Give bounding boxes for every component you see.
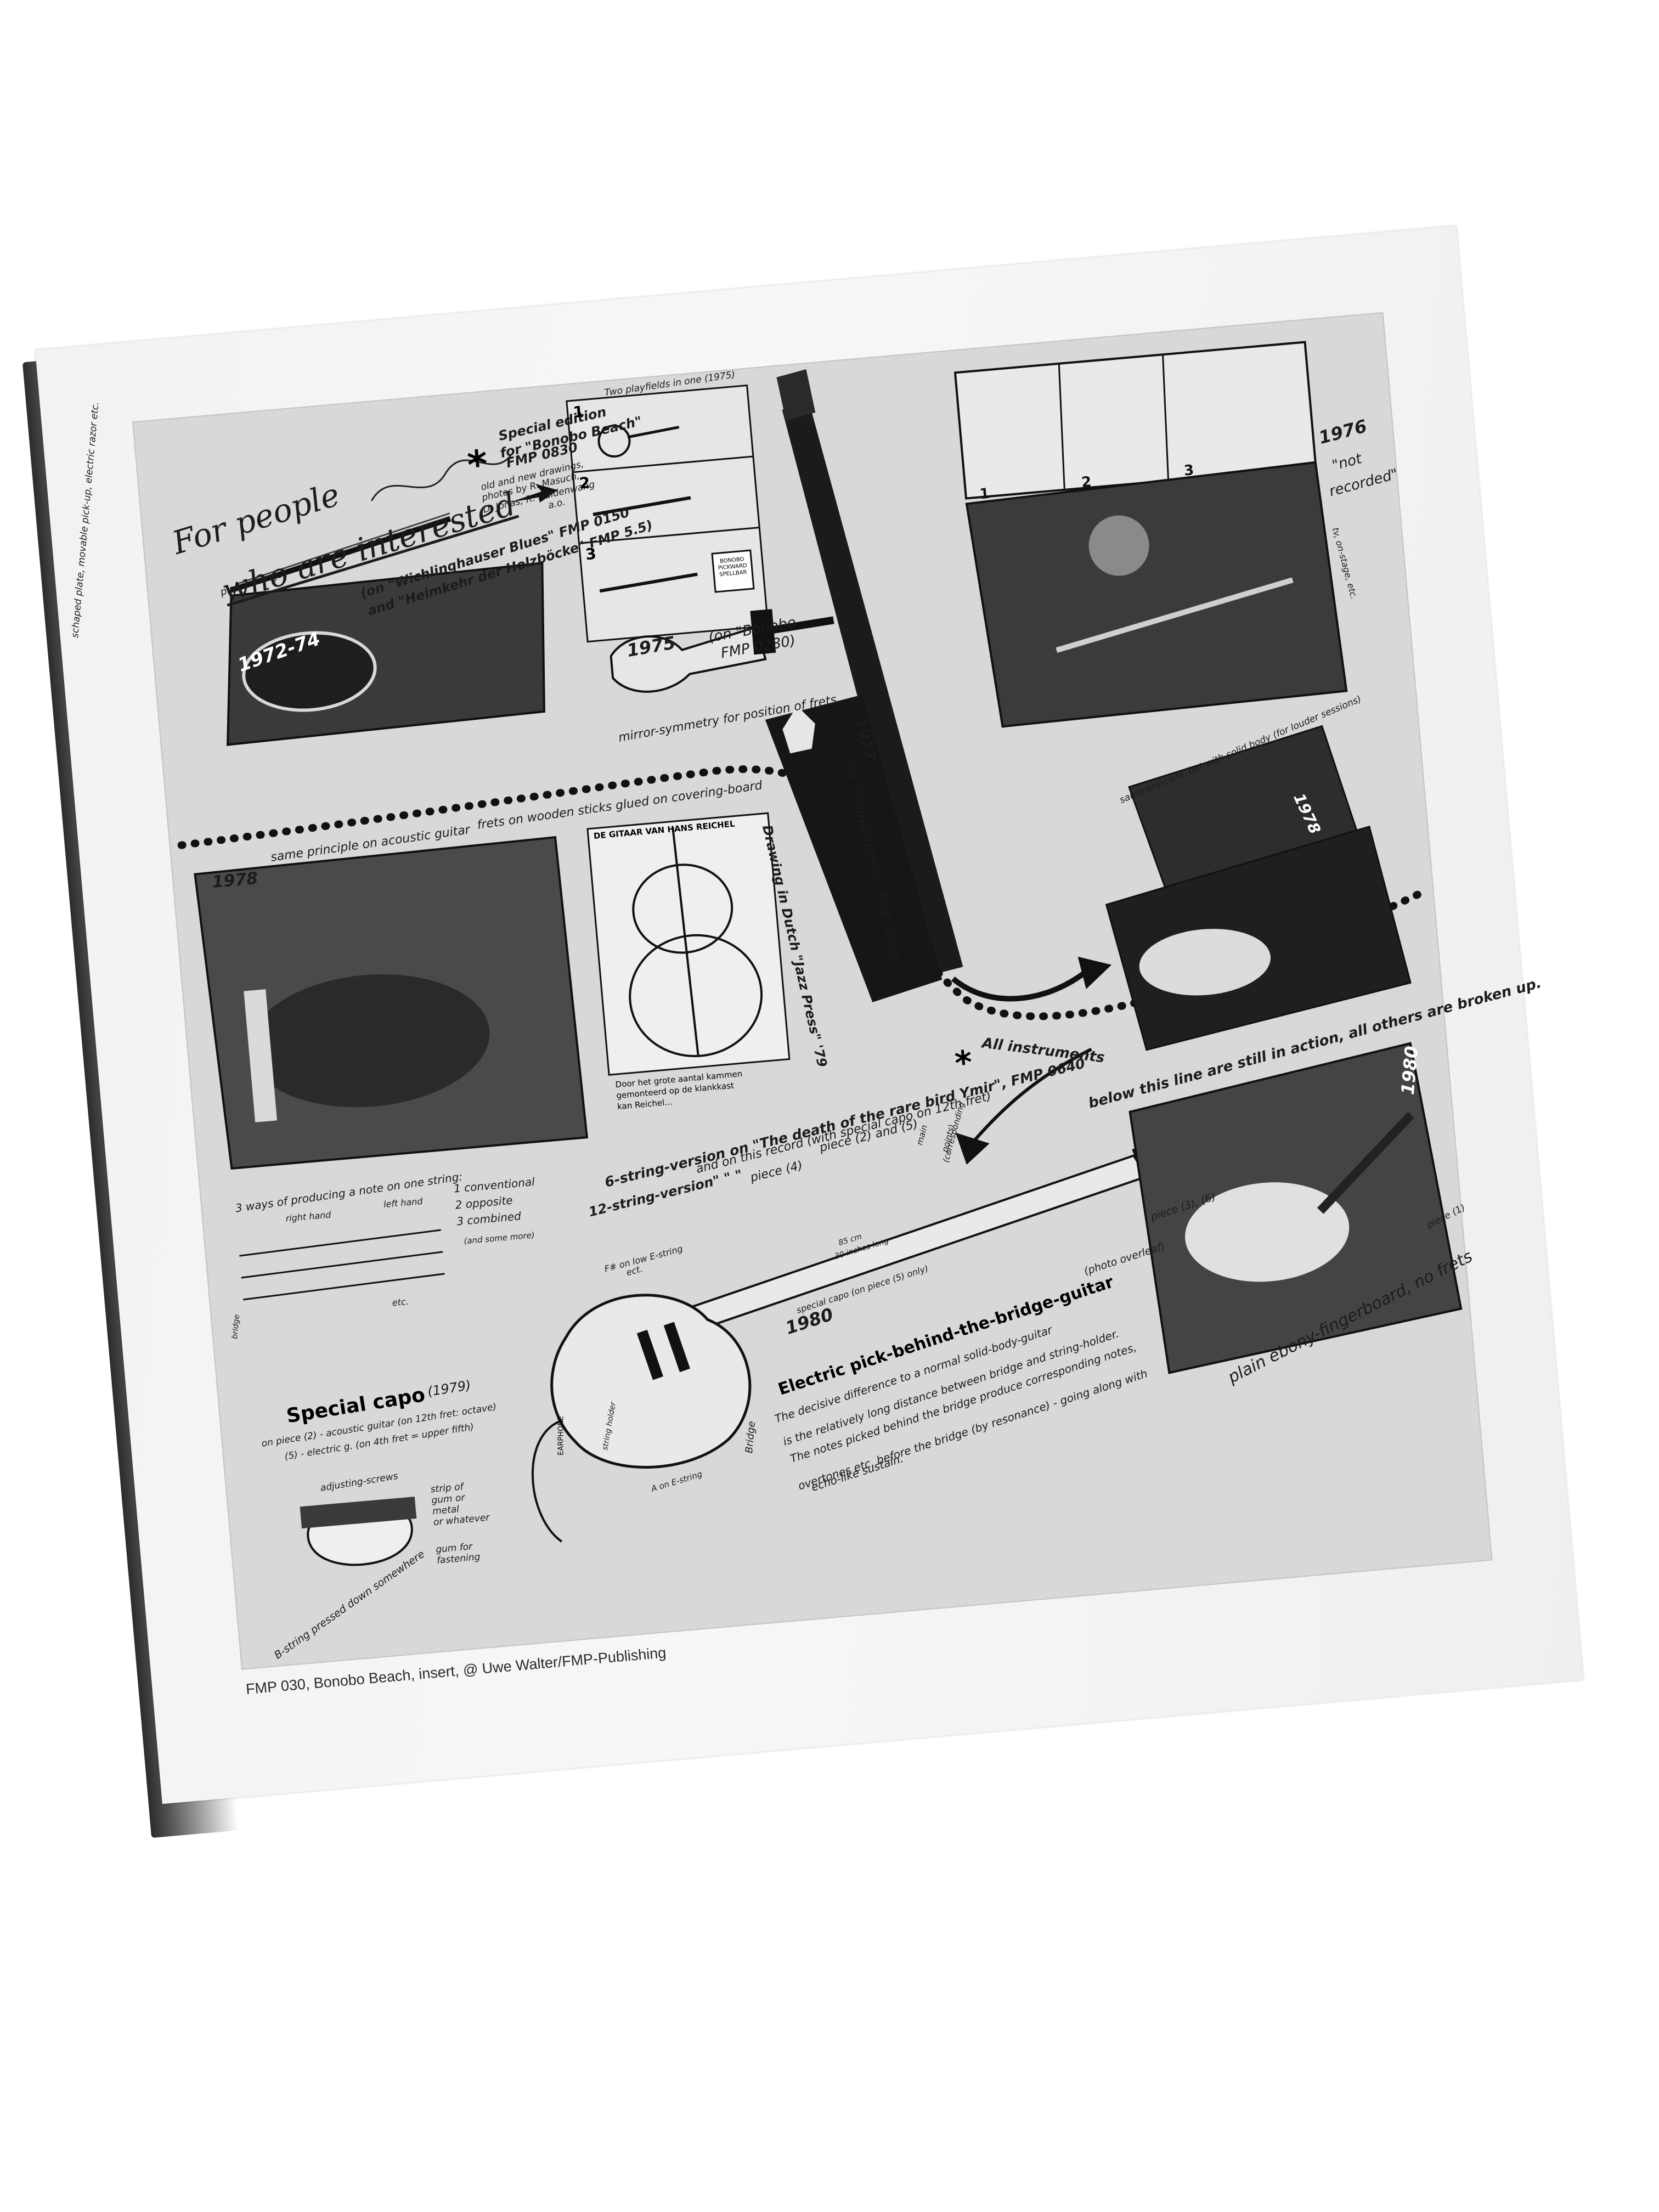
panel-1975-n1: 1 bbox=[572, 402, 585, 422]
photo-1978-guitar bbox=[249, 974, 490, 1108]
electric-pickup-1 bbox=[636, 1329, 664, 1380]
capo-strip bbox=[300, 1497, 417, 1529]
ways-string-1 bbox=[239, 1229, 441, 1257]
dutch-guitar-neck bbox=[672, 827, 699, 1057]
panel-1976-n2: 2 bbox=[1081, 473, 1092, 491]
panel-1975-box: BONOBO PICKWARD SPELLBAR bbox=[718, 556, 748, 578]
arrow-down-left bbox=[966, 1047, 1092, 1149]
arrow-right-1 bbox=[509, 483, 558, 503]
photo-1976-guitar bbox=[1056, 577, 1294, 653]
headstock-1977 bbox=[776, 369, 816, 421]
erdmannchen-head bbox=[782, 706, 815, 754]
photo-1978-year: 1978 bbox=[211, 868, 259, 892]
ways-string-3 bbox=[243, 1273, 445, 1301]
ways-string-2 bbox=[241, 1251, 443, 1279]
guitar-sketch-3 bbox=[599, 572, 698, 593]
guitar-sketch-1-neck bbox=[627, 426, 680, 439]
guitar-sketch-1 bbox=[597, 425, 631, 458]
arrow-down-left-head bbox=[955, 1132, 990, 1165]
ways-etc: etc. bbox=[392, 1296, 409, 1308]
long-guitar-1977 bbox=[782, 402, 963, 975]
panel-1975-div1 bbox=[573, 455, 754, 473]
mirror-headstock bbox=[610, 625, 767, 693]
panel-1975-div2 bbox=[579, 527, 760, 544]
panel-1976-div1 bbox=[1058, 363, 1065, 490]
photo-1980-neck bbox=[1317, 1111, 1414, 1214]
zither-body bbox=[242, 631, 377, 712]
cable-squiggle bbox=[370, 455, 512, 501]
panel-1976-div2 bbox=[1162, 354, 1170, 481]
photo-1978-frets bbox=[244, 989, 278, 1122]
all-instruments-star: * bbox=[953, 1043, 974, 1084]
solid-body-guitar bbox=[1139, 929, 1271, 996]
panel-1975-n2: 2 bbox=[578, 473, 591, 493]
mirror-neck bbox=[757, 616, 834, 636]
dutch-guitar-lower bbox=[629, 934, 763, 1057]
photo-1980-guitar bbox=[1185, 1182, 1350, 1282]
erdmannchen-guitar bbox=[765, 695, 943, 1002]
photo-1980-year: 1980 bbox=[1397, 1045, 1423, 1096]
panel-1975-n3: 3 bbox=[584, 544, 597, 564]
pickup-box bbox=[711, 549, 755, 593]
book-page: For people who are interested * Special … bbox=[22, 225, 1595, 1838]
zither-neck bbox=[229, 516, 452, 593]
guitar-sketch-2 bbox=[592, 496, 691, 516]
panel-1976-n1: 1 bbox=[979, 485, 990, 503]
insert-reproduction: For people who are interested * Special … bbox=[70, 312, 1543, 1670]
insert-drawing bbox=[177, 341, 1463, 1566]
photo-1976 bbox=[965, 461, 1348, 728]
piano-strings-line bbox=[235, 512, 450, 585]
dutch-article-frame bbox=[586, 812, 791, 1076]
arrow-curve-right bbox=[951, 970, 1087, 1002]
electric-cable bbox=[532, 1419, 563, 1543]
photo-1976-face bbox=[1088, 515, 1149, 576]
arrow-curve-right-head bbox=[1077, 956, 1112, 989]
electric-earpiece: EARPHONE bbox=[557, 1415, 566, 1455]
electric-pickup-2 bbox=[663, 1322, 690, 1373]
panel-1976-n3: 3 bbox=[1183, 462, 1195, 479]
electric-guitar-body bbox=[550, 1294, 752, 1469]
